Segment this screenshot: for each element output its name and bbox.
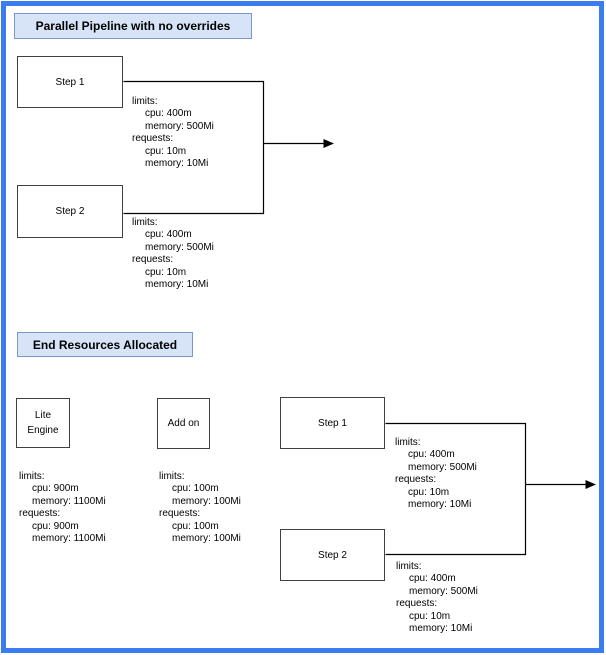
limits-label: limits:: [395, 437, 421, 448]
top-section-title-text: Parallel Pipeline with no overrides: [35, 19, 231, 33]
requests-cpu: cpu: 900m: [32, 520, 79, 532]
bottom-step1-label: Step 1: [318, 417, 347, 429]
requests-cpu: cpu: 10m: [408, 486, 450, 498]
requests-cpu: cpu: 10m: [145, 266, 187, 278]
requests-memory: memory: 100Mi: [172, 533, 241, 545]
top-step1-resources: limits: cpu: 400m memory: 500Mi requests…: [132, 96, 214, 170]
limits-cpu: cpu: 400m: [145, 108, 192, 120]
bottom-step2-resources: limits: cpu: 400m memory: 500Mi requests…: [396, 561, 478, 635]
limits-memory: memory: 500Mi: [408, 461, 477, 473]
requests-memory: memory: 10Mi: [409, 623, 473, 635]
requests-label: requests:: [159, 508, 201, 520]
top-step2-resources: limits: cpu: 400m memory: 500Mi requests…: [132, 217, 214, 291]
bottom-section-title: End Resources Allocated: [17, 332, 193, 357]
top-step1-box: Step 1: [17, 56, 123, 108]
limits-memory: memory: 500Mi: [145, 120, 214, 132]
requests-memory: memory: 10Mi: [145, 279, 209, 291]
requests-memory: memory: 10Mi: [408, 499, 472, 511]
requests-memory: memory: 1100Mi: [32, 533, 106, 545]
limits-label: limits:: [159, 471, 185, 482]
limits-memory: memory: 1100Mi: [32, 495, 106, 507]
requests-label: requests:: [396, 598, 438, 610]
lite-engine-box: Lite Engine: [16, 398, 70, 448]
add-on-resources: limits: cpu: 100m memory: 100Mi requests…: [159, 471, 241, 545]
limits-memory: memory: 500Mi: [409, 585, 478, 597]
limits-cpu: cpu: 400m: [409, 573, 456, 585]
lite-engine-label: Lite Engine: [27, 410, 59, 436]
add-on-box: Add on: [157, 398, 210, 449]
requests-memory: memory: 10Mi: [145, 158, 209, 170]
requests-cpu: cpu: 100m: [172, 520, 219, 532]
requests-cpu: cpu: 10m: [145, 145, 187, 157]
lite-engine-resources: limits: cpu: 900m memory: 1100Mi request…: [19, 471, 106, 545]
top-section-title: Parallel Pipeline with no overrides: [14, 13, 252, 39]
limits-label: limits:: [396, 561, 422, 572]
limits-memory: memory: 500Mi: [145, 241, 214, 253]
limits-label: limits:: [132, 217, 158, 228]
limits-cpu: cpu: 100m: [172, 483, 219, 495]
requests-label: requests:: [395, 474, 437, 486]
limits-cpu: cpu: 400m: [408, 449, 455, 461]
limits-memory: memory: 100Mi: [172, 495, 241, 507]
limits-cpu: cpu: 900m: [32, 483, 79, 495]
requests-label: requests:: [132, 254, 174, 266]
top-step2-label: Step 2: [55, 206, 85, 217]
requests-cpu: cpu: 10m: [409, 610, 451, 622]
bottom-section-title-text: End Resources Allocated: [32, 337, 178, 352]
limits-cpu: cpu: 400m: [145, 229, 192, 241]
limits-label: limits:: [132, 96, 158, 107]
top-step1-label: Step 1: [55, 76, 85, 88]
add-on-label: Add on: [167, 418, 200, 429]
bottom-step1-resources: limits: cpu: 400m memory: 500Mi requests…: [395, 437, 477, 511]
requests-label: requests:: [19, 508, 61, 520]
bottom-step1-box: Step 1: [280, 397, 385, 449]
bottom-step2-box: Step 2: [280, 529, 385, 581]
top-step2-box: Step 2: [17, 185, 123, 238]
requests-label: requests:: [132, 133, 174, 145]
limits-label: limits:: [19, 471, 45, 482]
bottom-step2-label: Step 2: [318, 549, 347, 561]
